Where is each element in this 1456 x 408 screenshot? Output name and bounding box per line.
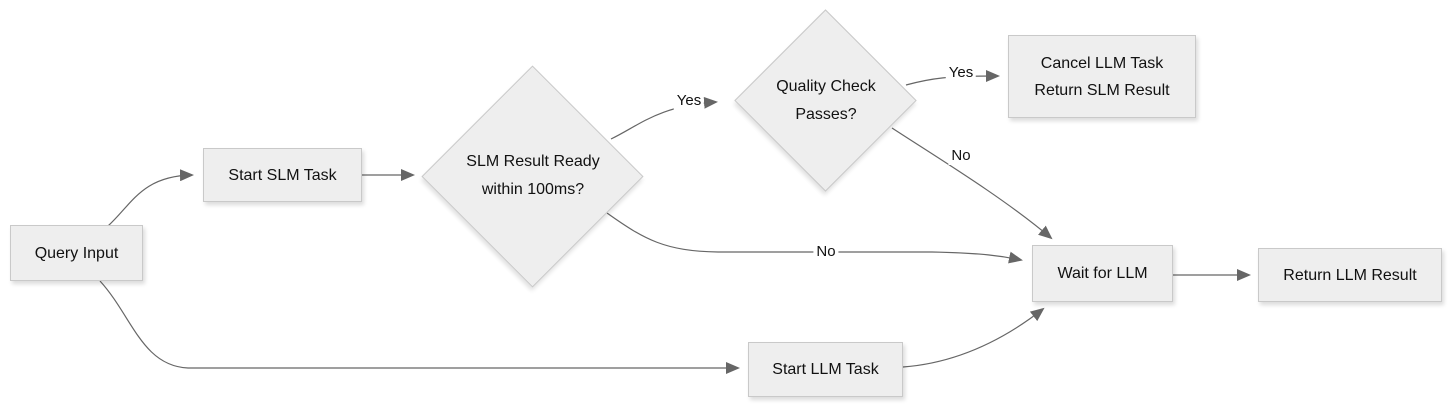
node-wait-for-llm-label: Wait for LLM: [1057, 265, 1148, 282]
node-query-input: Query Input: [10, 225, 143, 281]
node-cancel-llm-task: Cancel LLM Task Return SLM Result: [1008, 35, 1196, 118]
node-slm-ready-decision-line2: within 100ms?: [481, 181, 585, 198]
edge-query-to-start-slm: [107, 169, 194, 227]
node-start-llm-task-label: Start LLM Task: [772, 361, 879, 378]
node-return-llm-result: Return LLM Result: [1258, 248, 1442, 302]
node-wait-for-llm: Wait for LLM: [1032, 245, 1173, 302]
edge-slm-ready-no-to-wait: [606, 212, 1023, 264]
edge-quality-check-no-to-wait: [891, 127, 1053, 240]
edge-query-to-start-llm: [99, 280, 740, 374]
node-start-slm-task-label: Start SLM Task: [228, 166, 337, 184]
node-quality-check-decision-label: Quality Check Passes?: [726, 73, 926, 129]
edge-label-slm-ready-no: No: [813, 243, 839, 261]
node-start-llm-task: Start LLM Task: [748, 342, 903, 397]
edge-label-quality-yes: Yes: [945, 64, 977, 82]
node-return-llm-result-label: Return LLM Result: [1283, 266, 1417, 284]
node-slm-ready-decision-label: SLM Result Ready within 100ms?: [433, 148, 633, 204]
edge-label-slm-ready-yes: Yes: [673, 92, 705, 110]
node-query-input-label: Query Input: [34, 244, 119, 262]
node-slm-ready-decision-line1: SLM Result Ready: [466, 153, 600, 170]
node-cancel-llm-task-label-line1: Cancel LLM Task: [1040, 54, 1164, 72]
node-quality-check-decision-line2: Passes?: [795, 106, 857, 123]
node-cancel-llm-task-label-line2: Return SLM Result: [1034, 81, 1170, 99]
node-quality-check-decision-line1: Quality Check: [776, 78, 876, 95]
node-start-slm-task: Start SLM Task: [203, 148, 362, 202]
edge-label-quality-no: No: [948, 147, 974, 165]
edge-start-llm-to-wait: [902, 307, 1045, 368]
edge-quality-check-yes-to-cancel: [905, 70, 1000, 86]
